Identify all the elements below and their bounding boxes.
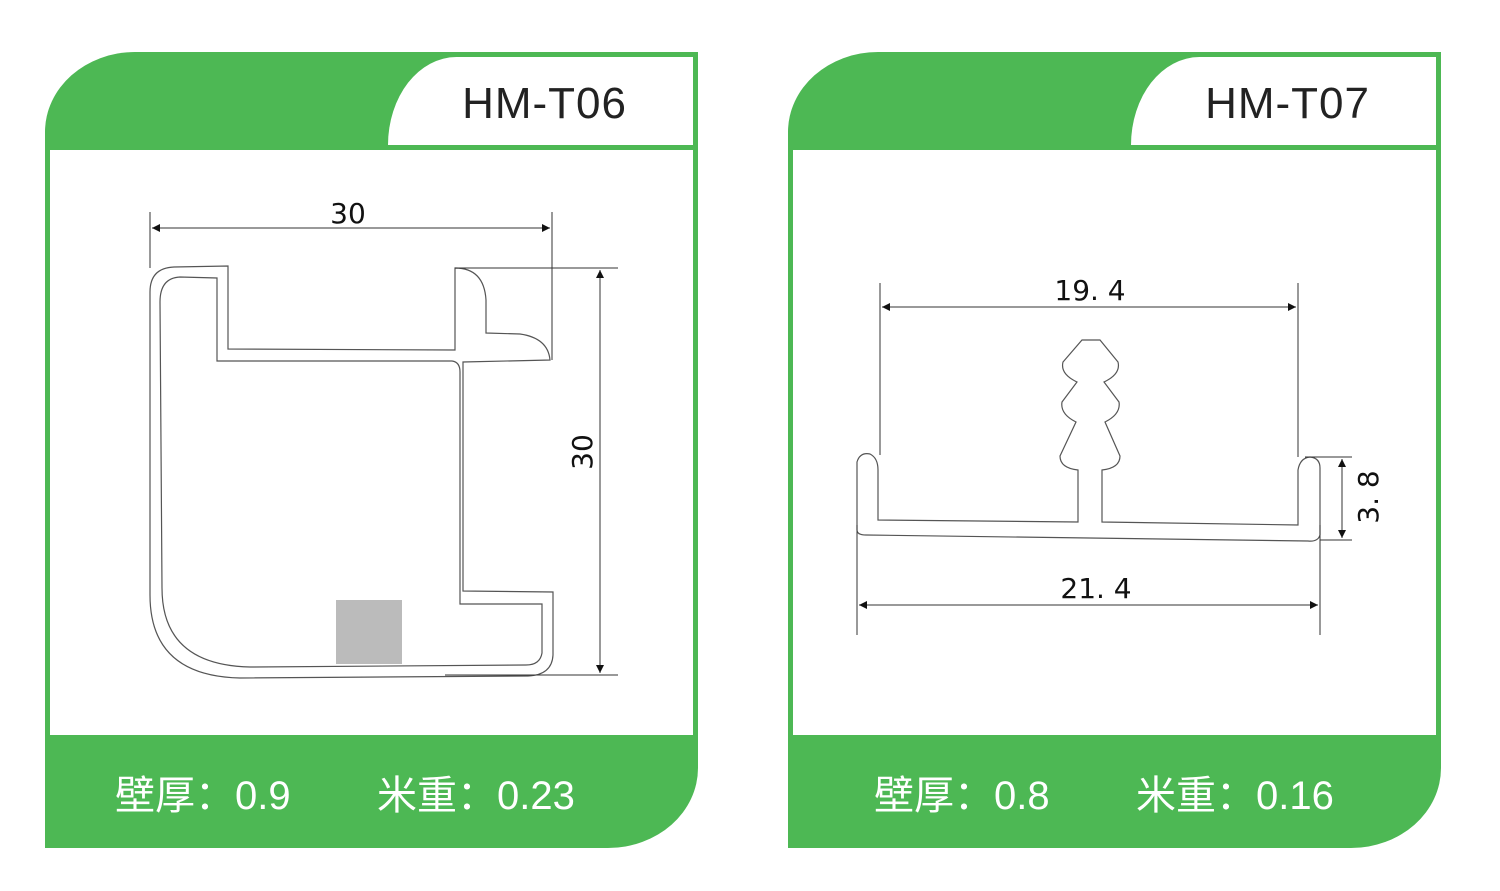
profile-hm-t06 [149, 265, 554, 679]
model-tab: HM-T06 [388, 57, 693, 145]
qr-code-icon [336, 600, 402, 664]
meter-weight: 米重：0.16 [1136, 774, 1334, 818]
model-name: HM-T07 [1205, 79, 1370, 128]
top-width-label: 19. 4 [1054, 274, 1125, 307]
wall-thickness: 壁厚：0.9 [115, 774, 291, 818]
height-label: 30 [566, 434, 599, 470]
profile-hm-t07 [856, 339, 1321, 542]
bottom-width-label: 21. 4 [1060, 572, 1131, 605]
card-footer-band: 壁厚：0.8 米重：0.16 [788, 735, 1441, 848]
dimensions-hm-t06 [149, 212, 618, 676]
wall-thickness: 壁厚：0.8 [874, 774, 1050, 818]
meter-weight: 米重：0.23 [377, 774, 575, 818]
card-footer-band: 壁厚：0.9 米重：0.23 [45, 735, 698, 848]
height-label: 3. 8 [1352, 470, 1385, 523]
model-name: HM-T06 [462, 79, 627, 128]
dimensions-hm-t07 [856, 283, 1352, 635]
width-label: 30 [330, 197, 366, 230]
model-tab: HM-T07 [1131, 57, 1436, 145]
product-card-hm-t07: HM-T07 壁厚：0.8 米重：0.16 [788, 52, 1441, 848]
